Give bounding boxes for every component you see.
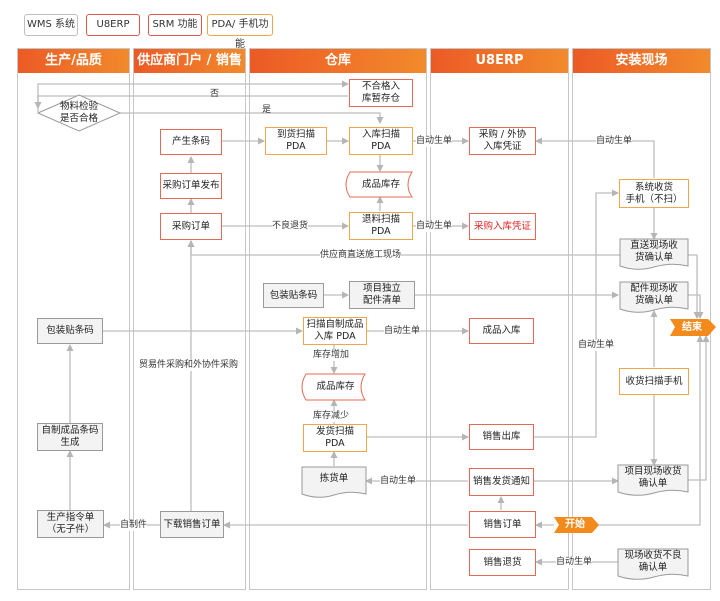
- label-auto-2: 自动生单: [596, 136, 633, 147]
- picking-shape: [301, 466, 367, 498]
- end-shape: [670, 319, 716, 336]
- finished-stock-shape-1: [345, 171, 413, 198]
- label-yes: 是: [262, 105, 272, 115]
- purchase-in-voucher: 采购入库凭证: [469, 213, 536, 240]
- pack-label-production: 包装贴条码: [37, 318, 103, 344]
- lane-header-u8erp: U8ERP: [431, 49, 568, 73]
- label-self-made: 自制件: [120, 520, 148, 531]
- reject-confirm-shape: [617, 548, 689, 580]
- pack-label-warehouse: 包装贴条码: [263, 283, 324, 308]
- barcode-gen: 产生条码: [160, 129, 222, 155]
- start-node: 开始: [565, 519, 585, 530]
- lane-header-warehouse: 仓库: [250, 49, 426, 73]
- legend-u8erp: U8ERP: [86, 14, 140, 36]
- label-stock-decrease: 库存减少: [313, 411, 350, 422]
- purchase-voucher: 采购 / 外协 入库凭证: [469, 127, 536, 155]
- finished-in: 成品入库: [469, 318, 534, 344]
- lane-header-production: 生产/品质: [18, 49, 129, 73]
- label-auto-7: 自动生单: [556, 557, 593, 568]
- label-trade-purchase: 贸易件采购和外协件采购: [139, 360, 239, 371]
- scan-self-made: 扫描自制成品 入库 PDA: [303, 317, 367, 345]
- direct-confirm: 直送现场收 货确认单: [630, 240, 678, 263]
- parts-confirm-shape: [619, 281, 689, 313]
- arrival-scan: 到货扫描 PDA: [265, 127, 327, 155]
- inbound-scan: 入库扫描 PDA: [349, 127, 413, 155]
- ship-scan: 发货扫描 PDA: [303, 424, 367, 452]
- legend-srm: SRM 功能: [148, 14, 202, 36]
- po-release: 采购订单发布: [160, 173, 222, 199]
- system-receive: 系统收货 手机（不扫）: [619, 179, 689, 208]
- finished-stock-2: 成品库存: [316, 381, 355, 392]
- label-bad-return: 不良退货: [272, 221, 309, 232]
- ship-notice: 销售发货通知: [469, 468, 534, 496]
- reject-confirm: 现场收货不良 确认单: [624, 550, 682, 573]
- sales-out: 销售出库: [469, 424, 534, 450]
- finished-stock-shape-2: [301, 373, 366, 401]
- lane-header-supplier: 供应商门户 / 销售: [134, 49, 245, 73]
- project-confirm-shape: [617, 464, 689, 496]
- project-confirm: 项目现场收货 确认单: [624, 466, 682, 489]
- label-auto-3: 自动生单: [416, 221, 453, 232]
- inspection-decision: 物料检验 是否合格: [59, 101, 98, 124]
- label-auto-4: 自动生单: [384, 326, 421, 337]
- end-node: 结束: [682, 321, 702, 333]
- start-shape: [554, 517, 599, 533]
- label-no: 否: [210, 89, 220, 99]
- production-order: 生产指令单 （无子件）: [37, 510, 104, 538]
- return-scan: 退料扫描 PDA: [349, 212, 413, 240]
- direct-confirm-shape: [619, 238, 689, 270]
- label-supplier-direct: 供应商直送施工现场: [320, 250, 402, 261]
- label-auto-5: 自动生单: [578, 340, 615, 351]
- finished-stock-1: 成品库存: [361, 178, 400, 190]
- parts-confirm: 配件现场收 货确认单: [630, 283, 678, 306]
- inspection-diamond: [36, 94, 122, 132]
- sales-return: 销售退货: [469, 549, 536, 576]
- sales-order: 销售订单: [469, 511, 536, 538]
- project-parts: 项目独立 配件清单: [349, 281, 415, 309]
- unqualified-storage: 不合格入 库暂存仓: [349, 79, 413, 107]
- legend-wms: WMS 系统: [24, 14, 78, 36]
- receive-scan-phone: 收货扫描手机: [619, 368, 689, 395]
- legend-pda: PDA/ 手机功能: [207, 14, 273, 50]
- label-auto-1: 自动生单: [416, 136, 453, 147]
- lane-header-install: 安装现场: [573, 49, 710, 73]
- purchase-order: 采购订单: [160, 213, 222, 240]
- self-made-barcode: 自制成品条码 生成: [37, 423, 103, 451]
- label-stock-increase: 库存增加: [313, 350, 350, 361]
- issue-sales-order: 下载销售订单: [160, 511, 224, 538]
- label-auto-6: 自动生单: [380, 476, 417, 487]
- picking-list: 拣货单: [319, 473, 349, 484]
